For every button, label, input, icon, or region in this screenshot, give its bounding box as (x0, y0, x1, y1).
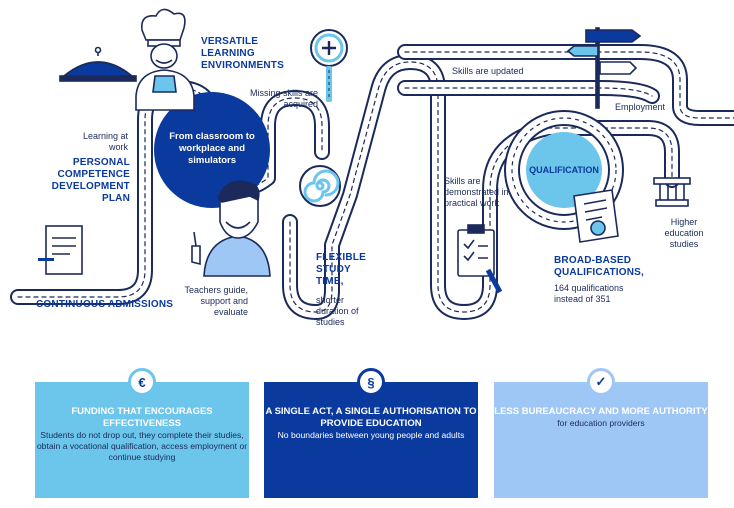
box-funding-desc: Students do not drop out, they complete … (36, 430, 248, 462)
signpost-icon (566, 27, 642, 109)
label-missing-skills: Missing skills are acquired (250, 88, 319, 109)
label-flexible-title: FLEXIBLE STUDY TIME, (316, 252, 366, 287)
document-icon (38, 225, 83, 275)
chef-illustration (59, 8, 195, 111)
section-sign-icon: § (357, 368, 385, 396)
label-broad-title: BROAD-BASED QUALIFICATIONS, (554, 255, 645, 278)
box-single-act: A SINGLE ACT, A SINGLE AUTHORISATION TO … (264, 382, 478, 498)
box-bureaucracy-desc: for education providers (557, 418, 645, 428)
box-funding: FUNDING THAT ENCOURAGES EFFECTIVENESS St… (35, 382, 249, 498)
teacher-illustration (191, 180, 271, 277)
label-employment: Employment (615, 102, 666, 112)
qualification-circle (526, 132, 602, 208)
label-skills-demonstrated: Skills are demonstrated in practical wor… (444, 176, 509, 208)
label-continuous-admissions: CONTINUOUS ADMISSIONS (36, 299, 174, 310)
label-higher-education: Higher education studies (664, 217, 704, 249)
box-single-act-title: A SINGLE ACT, A SINGLE AUTHORISATION TO … (265, 406, 477, 429)
label-qualification: QUALIFICATION (529, 165, 599, 175)
box-bureaucracy: LESS BUREAUCRACY AND MORE AUTHORITY for … (494, 382, 708, 498)
column-icon (653, 177, 691, 207)
box-funding-title: FUNDING THAT ENCOURAGES EFFECTIVENESS (71, 406, 213, 429)
label-teachers-guide: Teachers guide, support and evaluate (184, 285, 248, 317)
label-personal-plan: PERSONAL COMPETENCE DEVELOPMENT PLAN (51, 157, 130, 204)
box-single-act-desc: No boundaries between young people and a… (277, 430, 465, 440)
label-from-classroom: From classroom to workplace and simulato… (169, 131, 255, 166)
label-flexible-desc: shorter duration of studies (316, 295, 359, 327)
clipboard-icon (457, 224, 503, 294)
label-broad-desc: 164 qualifications instead of 351 (554, 283, 624, 304)
euro-icon: € (128, 368, 156, 396)
checkmark-icon: ✓ (587, 368, 615, 396)
certificate-icon (573, 189, 619, 243)
road-illustration (0, 8, 734, 380)
magnifier-icon (310, 29, 348, 102)
label-versatile: VERSATILE LEARNING ENVIRONMENTS (201, 36, 284, 71)
label-learning-at-work: Learning at work (82, 131, 128, 152)
classroom-circle (154, 92, 270, 208)
box-bureaucracy-title: LESS BUREAUCRACY AND MORE AUTHORITY (494, 406, 708, 417)
label-skills-updated: Skills are updated (452, 66, 524, 76)
spiral-icon (299, 165, 341, 207)
